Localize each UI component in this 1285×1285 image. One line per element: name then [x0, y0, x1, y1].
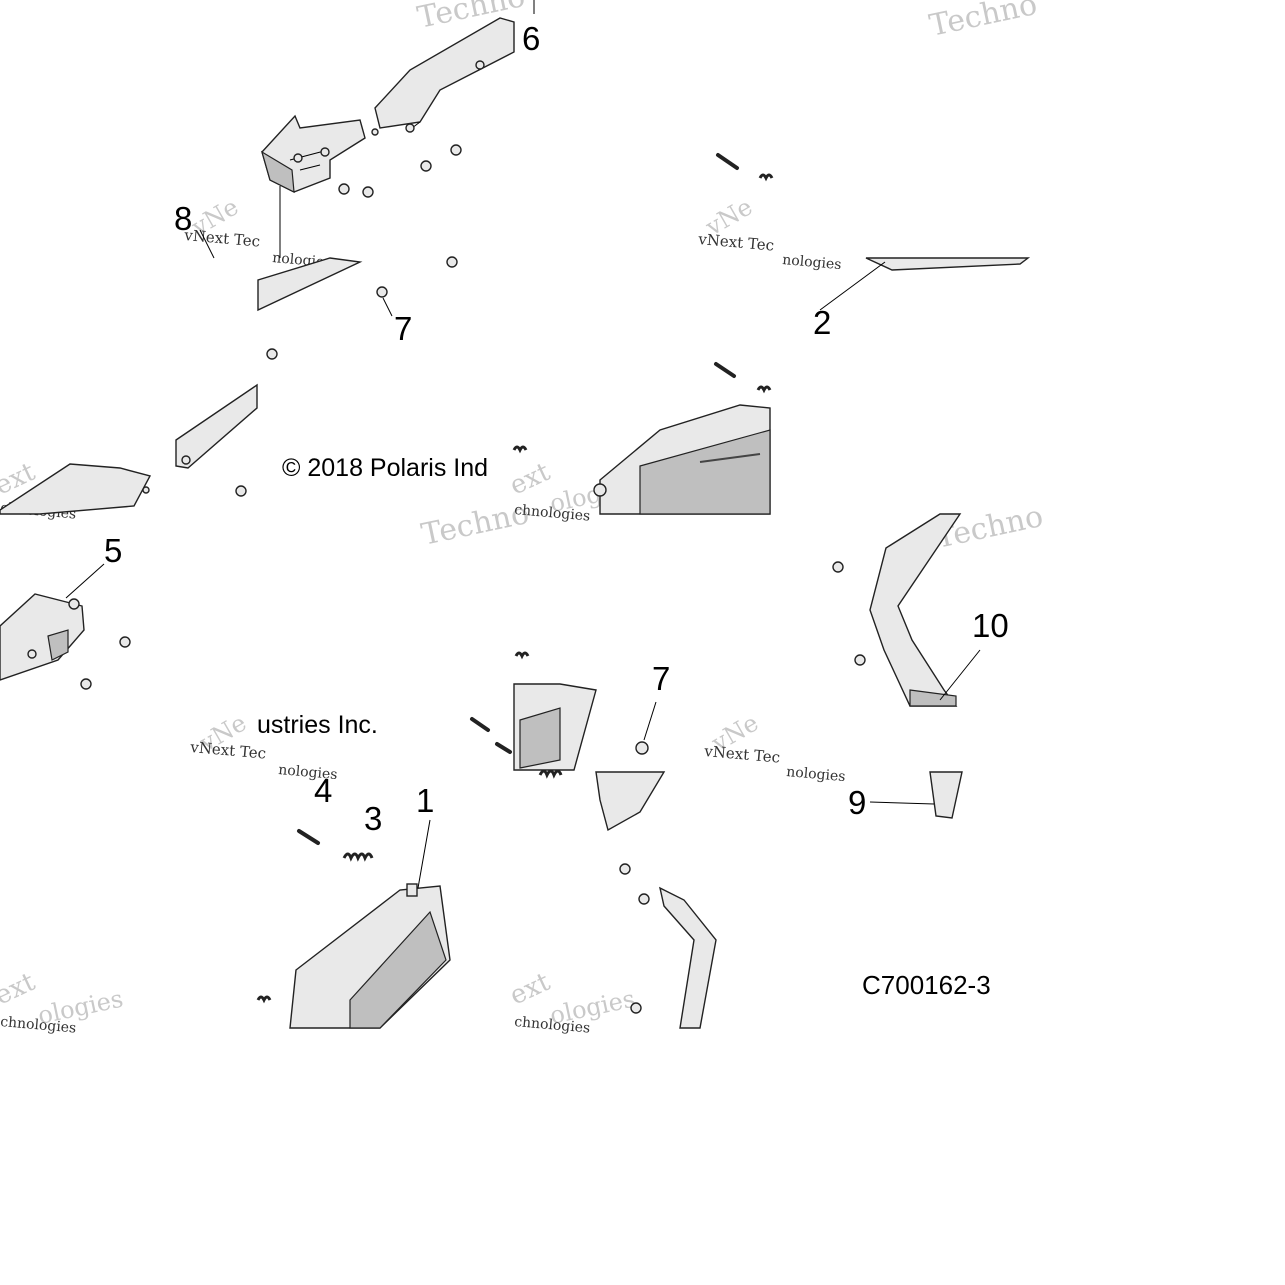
- copyright-text-part-a: © 2018 Polaris Ind: [282, 454, 488, 482]
- callout-6: 6: [522, 20, 540, 57]
- part-bracket-5: [0, 593, 85, 681]
- part-housing-1: [289, 883, 451, 1029]
- callout-10: 10: [972, 607, 1009, 644]
- watermark-vnext-tec: vNext Tec: [697, 230, 775, 255]
- part-housing-1-upper: [593, 404, 771, 515]
- part-strip-2: [865, 257, 1031, 271]
- part-strip-top: [257, 257, 363, 312]
- callout-1: 1: [416, 782, 434, 819]
- callout-labels: 1 2 3 4 5 6 7 7 8 9 10: [104, 20, 1009, 837]
- watermark-layer: Techno Techno Techno Techno vNe vNe vNe …: [0, 0, 1046, 1037]
- watermark-nologies: nologies: [786, 764, 846, 785]
- watermark-nologies: nologies: [782, 252, 842, 273]
- watermark-nologies: nologies: [278, 762, 338, 783]
- callout-2: 2: [813, 304, 831, 341]
- part-bar-6: [371, 17, 515, 136]
- watermark-technologies: Techno: [926, 0, 1040, 44]
- callout-8: 8: [174, 200, 192, 237]
- watermark-vnext-tec: vNext Tec: [183, 226, 261, 251]
- bolt-group: [297, 153, 739, 845]
- watermark-vnext-tec: vNext Tec: [703, 742, 781, 767]
- callout-5: 5: [104, 532, 122, 569]
- part-housing-lower-center: [595, 771, 717, 1029]
- copyright-text-part-b: ustries Inc.: [257, 711, 378, 739]
- callout-7-second: 7: [652, 660, 670, 697]
- part-bracket-8: [261, 114, 366, 194]
- leader-lines: [65, 0, 981, 889]
- spring-group: [256, 173, 774, 1004]
- part-piece-9: [929, 771, 963, 819]
- figure-id: C700162-3: [862, 970, 991, 1000]
- watermark-chnologies: chnologies: [514, 502, 591, 525]
- callout-9: 9: [848, 784, 866, 821]
- watermark-vnext-tec: vNext Tec: [189, 738, 267, 763]
- callout-3: 3: [364, 800, 382, 837]
- callout-4: 4: [314, 772, 332, 809]
- part-housing-mid: [513, 683, 597, 771]
- part-bezel-10: [869, 513, 962, 707]
- watermark-chnologies: chnologies: [0, 1014, 77, 1037]
- callout-7: 7: [394, 310, 412, 347]
- watermark-chnologies: chnologies: [514, 1014, 591, 1037]
- part-bar-left: [0, 383, 258, 515]
- nut-group: [80, 144, 866, 1014]
- watermark-ext: ext: [0, 967, 40, 1012]
